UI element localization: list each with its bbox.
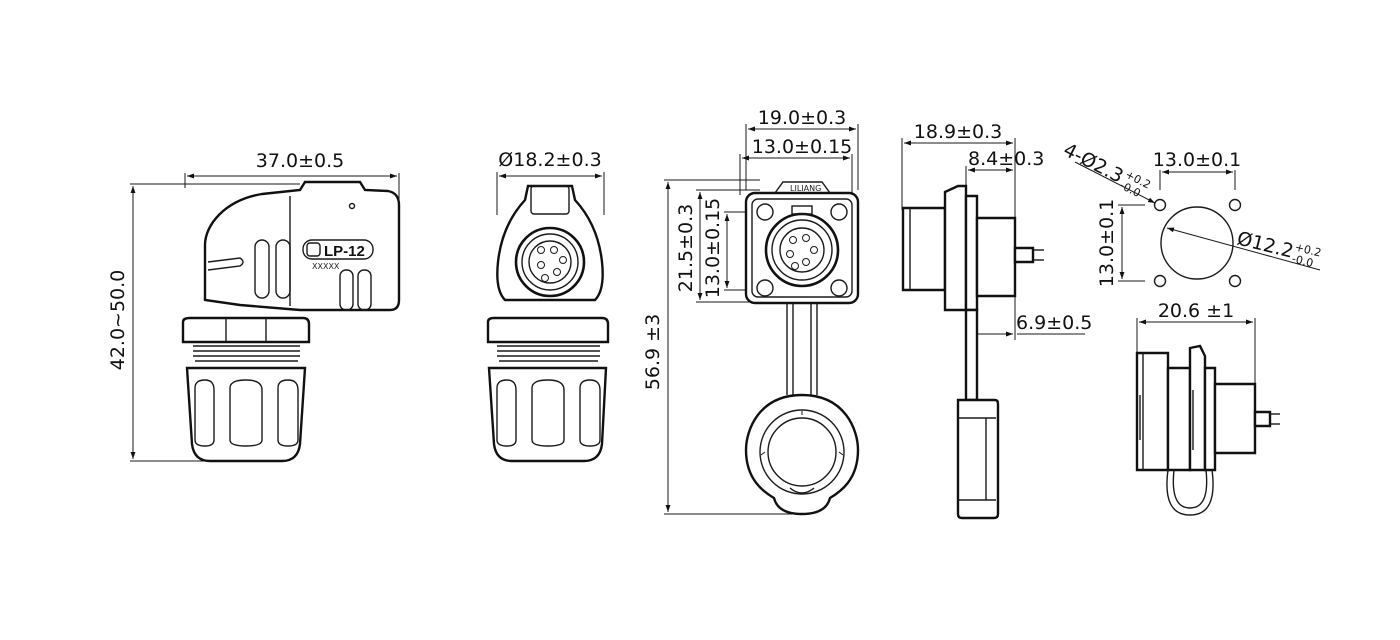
model-label: LP-12 bbox=[324, 243, 365, 260]
holes-leader-line bbox=[1074, 161, 1156, 204]
cutout-tolerance-upper: +0.2 bbox=[1293, 241, 1322, 260]
serial-label: XXXXX bbox=[312, 262, 340, 271]
cutout-dimension-text: Ø12.2 bbox=[1235, 228, 1296, 263]
holes-dimension-text: 4-Ø2.3 bbox=[1060, 139, 1127, 188]
inner-height-dimension-text: 13.0±0.15 bbox=[702, 198, 724, 299]
width-dimension-text: 20.6 ±1 bbox=[1158, 300, 1234, 322]
view-receptacle-side: 18.9±0.3 8.4±0.3 6.9±0.5 bbox=[901, 121, 1092, 520]
cutout-leader-line bbox=[1166, 227, 1321, 271]
hole-spacing-y-dimension-text: 13.0±0.1 bbox=[1096, 199, 1118, 287]
pin-dimension-text: 6.9±0.5 bbox=[1016, 312, 1092, 334]
depth-dimension-text: 18.9±0.3 bbox=[914, 121, 1002, 143]
view-receptacle-capped: 20.6 ±1 bbox=[1135, 300, 1280, 516]
height-dimension-text: 42.0~50.0 bbox=[107, 270, 129, 371]
diameter-dimension-text: Ø18.2±0.3 bbox=[498, 149, 601, 171]
front-depth-dimension-text: 8.4±0.3 bbox=[968, 148, 1044, 170]
total-height-dimension-text: 56.9 ±3 bbox=[642, 314, 664, 390]
outer-height-dimension-text: 21.5±0.3 bbox=[675, 204, 697, 292]
view-plug-side: 37.0±0.5 42.0~50.0 LP-12 XXXXX bbox=[107, 150, 401, 463]
view-plug-front: Ø18.2±0.3 bbox=[486, 149, 610, 463]
view-panel-cutout: 13.0±0.1 13.0±0.1 4-Ø2.3 +0.2 -0.0 Ø12.2… bbox=[1060, 139, 1323, 287]
width-dimension-text: 37.0±0.5 bbox=[256, 150, 344, 172]
cutout-tolerance-lower: -0.0 bbox=[1291, 252, 1315, 270]
inner-width-dimension-text: 13.0±0.15 bbox=[752, 136, 853, 158]
view-receptacle-front: 19.0±0.3 13.0±0.15 56.9 ±3 21.5±0.3 13.0… bbox=[642, 107, 860, 516]
outer-width-dimension-text: 19.0±0.3 bbox=[758, 107, 846, 129]
hole-spacing-x-dimension-text: 13.0±0.1 bbox=[1153, 149, 1241, 171]
svg-text:LILIANG: LILIANG bbox=[790, 184, 821, 193]
